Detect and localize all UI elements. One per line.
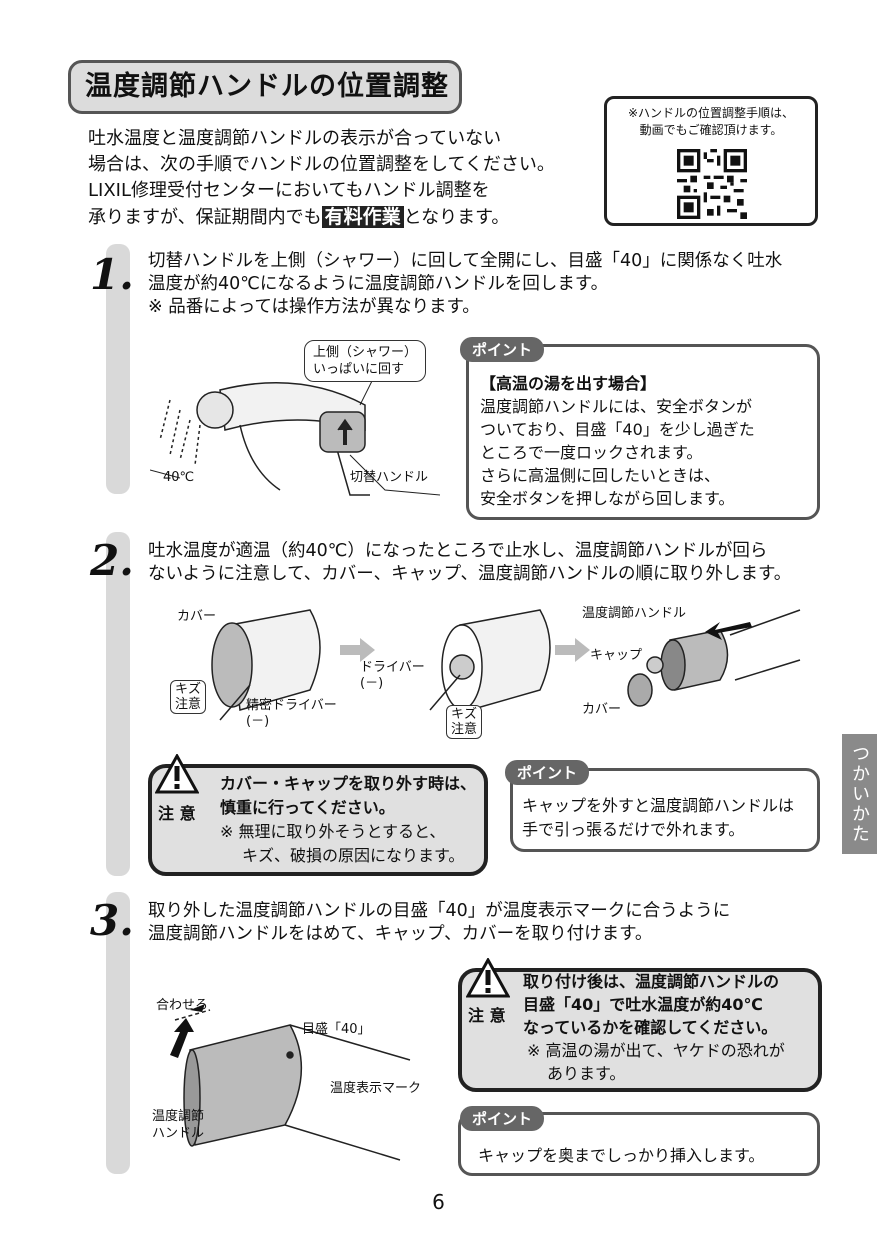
warning-icon xyxy=(466,958,510,998)
qr-caption-line: ※ハンドルの位置調整手順は、 xyxy=(627,106,795,120)
qr-caption: ※ハンドルの位置調整手順は、 動画でもご確認頂けます。 xyxy=(607,105,815,139)
cover-label-2: カバー xyxy=(582,702,622,717)
caution-line: なっているかを確認してください。 xyxy=(523,1018,778,1037)
warning-icon xyxy=(155,754,199,794)
caution-line: ※ 高温の湯が出て、ヤケドの恐れが xyxy=(527,1041,785,1060)
step1-number: 1. xyxy=(90,250,134,299)
caution-label: 注 意 xyxy=(468,1006,506,1025)
step1-point-text: 【高温の湯を出す場合】 温度調節ハンドルには、安全ボタンが ついており、目盛「4… xyxy=(480,372,755,510)
step3-text: 取り外した温度調節ハンドルの目盛「40」が温度表示マークに合うように 温度調節ハ… xyxy=(148,900,730,946)
caution-line: カバー・キャップを取り外す時は、 xyxy=(220,774,477,793)
faucet-illustration xyxy=(150,364,441,496)
step2-point-text: キャップを外すと温度調節ハンドルは 手で引っ張るだけで外れます。 xyxy=(522,794,794,842)
step1-line: ※ 品番によっては操作方法が異なります。 xyxy=(148,297,480,317)
intro-line: LIXIL修理受付センターにおいてもハンドル調整を xyxy=(88,180,490,201)
callout-line: 上側（シャワー） xyxy=(313,345,418,360)
step1-text: 切替ハンドルを上側（シャワー）に回して全開にし、目盛「40」に関係なく吐水 温度… xyxy=(148,250,782,319)
point-line: ところで一度ロックされます。 xyxy=(480,443,703,462)
point-line: 温度調節ハンドルには、安全ボタンが xyxy=(480,397,753,416)
tag-line: 注意 xyxy=(451,722,478,737)
point-badge: ポイント xyxy=(460,337,545,362)
temperature-label: 40℃ xyxy=(163,470,195,485)
step3-line: 温度調節ハンドルをはめて、キャップ、カバーを取り付けます。 xyxy=(148,924,653,944)
qr-caption-line: 動画でもご確認頂けます。 xyxy=(639,123,783,137)
tag-line: キズ xyxy=(175,682,202,697)
point-line: さらに高温側に回したいときは、 xyxy=(480,466,721,485)
step3-bar xyxy=(106,892,130,1174)
callout-line: いっぱいに回す xyxy=(313,362,405,377)
scale-label: 目盛「40」 xyxy=(302,1022,371,1037)
switch-handle-label: 切替ハンドル xyxy=(350,470,429,485)
intro-text-post: となります。 xyxy=(403,207,510,228)
label-line: 温度調節 xyxy=(152,1109,205,1124)
label-line: (－) xyxy=(360,676,384,691)
step1-line: 切替ハンドルを上側（シャワー）に回して全開にし、目盛「40」に関係なく吐水 xyxy=(148,251,783,271)
point-badge: ポイント xyxy=(505,760,590,785)
step3-line: 取り外した温度調節ハンドルの目盛「40」が温度表示マークに合うように xyxy=(148,901,731,921)
qr-panel: ※ハンドルの位置調整手順は、 動画でもご確認頂けます。 xyxy=(604,96,818,226)
scratch-caution-tag: キズ 注意 xyxy=(446,705,483,739)
step3-caution-box xyxy=(458,968,822,1092)
step2-caution-box xyxy=(148,764,488,876)
label-line: ハンドル xyxy=(152,1126,205,1141)
step3-caution-text: 取り付け後は、温度調節ハンドルの 目盛「40」で吐水温度が約40℃ なっているか… xyxy=(523,970,785,1085)
label-line: (－) xyxy=(246,714,270,729)
caution-line: キズ、破損の原因になります。 xyxy=(242,846,465,865)
temp-handle-label: 温度調節ハンドル xyxy=(582,606,687,621)
point-line: キャップを外すと温度調節ハンドルは xyxy=(522,796,795,815)
step1-callout: 上側（シャワー） いっぱいに回す xyxy=(304,340,427,382)
intro-text-pre: 承りますが、保証期間内でも xyxy=(88,207,322,228)
page-title: 温度調節ハンドルの位置調整 xyxy=(68,60,462,114)
section-side-tab[interactable]: つかいかた xyxy=(842,734,877,854)
cap-label: キャップ xyxy=(590,648,643,663)
qr-code-icon[interactable] xyxy=(677,149,747,219)
precision-driver-label: 精密ドライバー (－) xyxy=(246,698,337,730)
intro-line: 吐水温度と温度調節ハンドルの表示が合っていない xyxy=(88,128,502,149)
step2-bar xyxy=(106,532,130,876)
caution-label: 注 意 xyxy=(158,804,196,823)
step2-line: 吐水温度が適温（約40℃）になったところで止水し、温度調節ハンドルが回ら xyxy=(148,541,768,561)
caution-line: 慎重に行ってください。 xyxy=(220,798,395,817)
step2-number: 2. xyxy=(90,536,134,585)
step3-point-text: キャップを奥までしっかり挿入します。 xyxy=(478,1146,765,1165)
intro-line: 承りますが、保証期間内でも有料作業となります。 xyxy=(88,204,555,231)
cover-label: カバー xyxy=(177,609,217,624)
caution-line: ※ 無理に取り外そうとすると、 xyxy=(220,822,446,841)
step1-point-box xyxy=(466,344,820,520)
disassembly-illustration xyxy=(211,609,801,721)
temp-handle-label-3: 温度調節 ハンドル xyxy=(152,1108,204,1142)
intro-text: 吐水温度と温度調節ハンドルの表示が合っていない 場合は、次の手順でハンドルの位置… xyxy=(88,126,555,231)
install-illustration xyxy=(170,1004,411,1161)
temp-mark-label: 温度表示マーク xyxy=(330,1081,422,1096)
intro-line: 場合は、次の手順でハンドルの位置調整をしてください。 xyxy=(88,154,555,175)
driver-label: ドライバー (－) xyxy=(360,660,425,692)
step1-bar xyxy=(106,244,130,494)
label-line: ドライバー xyxy=(360,660,425,675)
caution-line: 目盛「40」で吐水温度が約40℃ xyxy=(523,995,763,1014)
point-line: ついており、目盛「40」を少し過ぎた xyxy=(480,420,755,439)
tag-line: キズ xyxy=(451,707,478,722)
align-label: 合わせる xyxy=(156,998,209,1013)
point-line: 手で引っ張るだけで外れます。 xyxy=(522,820,745,839)
step2-line: ないように注意して、カバー、キャップ、温度調節ハンドルの順に取り外します。 xyxy=(148,564,792,584)
step3-number: 3. xyxy=(90,896,134,945)
tag-line: 注意 xyxy=(175,697,202,712)
caution-line: あります。 xyxy=(547,1064,626,1083)
step2-caution-text: カバー・キャップを取り外す時は、 慎重に行ってください。 ※ 無理に取り外そうと… xyxy=(220,772,476,868)
scratch-caution-tag: キズ 注意 xyxy=(170,680,207,714)
caution-line: 取り付け後は、温度調節ハンドルの xyxy=(523,972,780,991)
point-title: 【高温の湯を出す場合】 xyxy=(480,374,657,393)
page-number: 6 xyxy=(432,1190,445,1214)
label-line: 精密ドライバー xyxy=(246,698,337,713)
point-badge: ポイント xyxy=(460,1106,545,1131)
paid-service-highlight: 有料作業 xyxy=(321,206,404,228)
step1-line: 温度が約40℃になるように温度調節ハンドルを回します。 xyxy=(148,274,609,294)
point-line: 安全ボタンを押しながら回します。 xyxy=(480,489,735,508)
step2-text: 吐水温度が適温（約40℃）になったところで止水し、温度調節ハンドルが回ら ないよ… xyxy=(148,540,791,586)
